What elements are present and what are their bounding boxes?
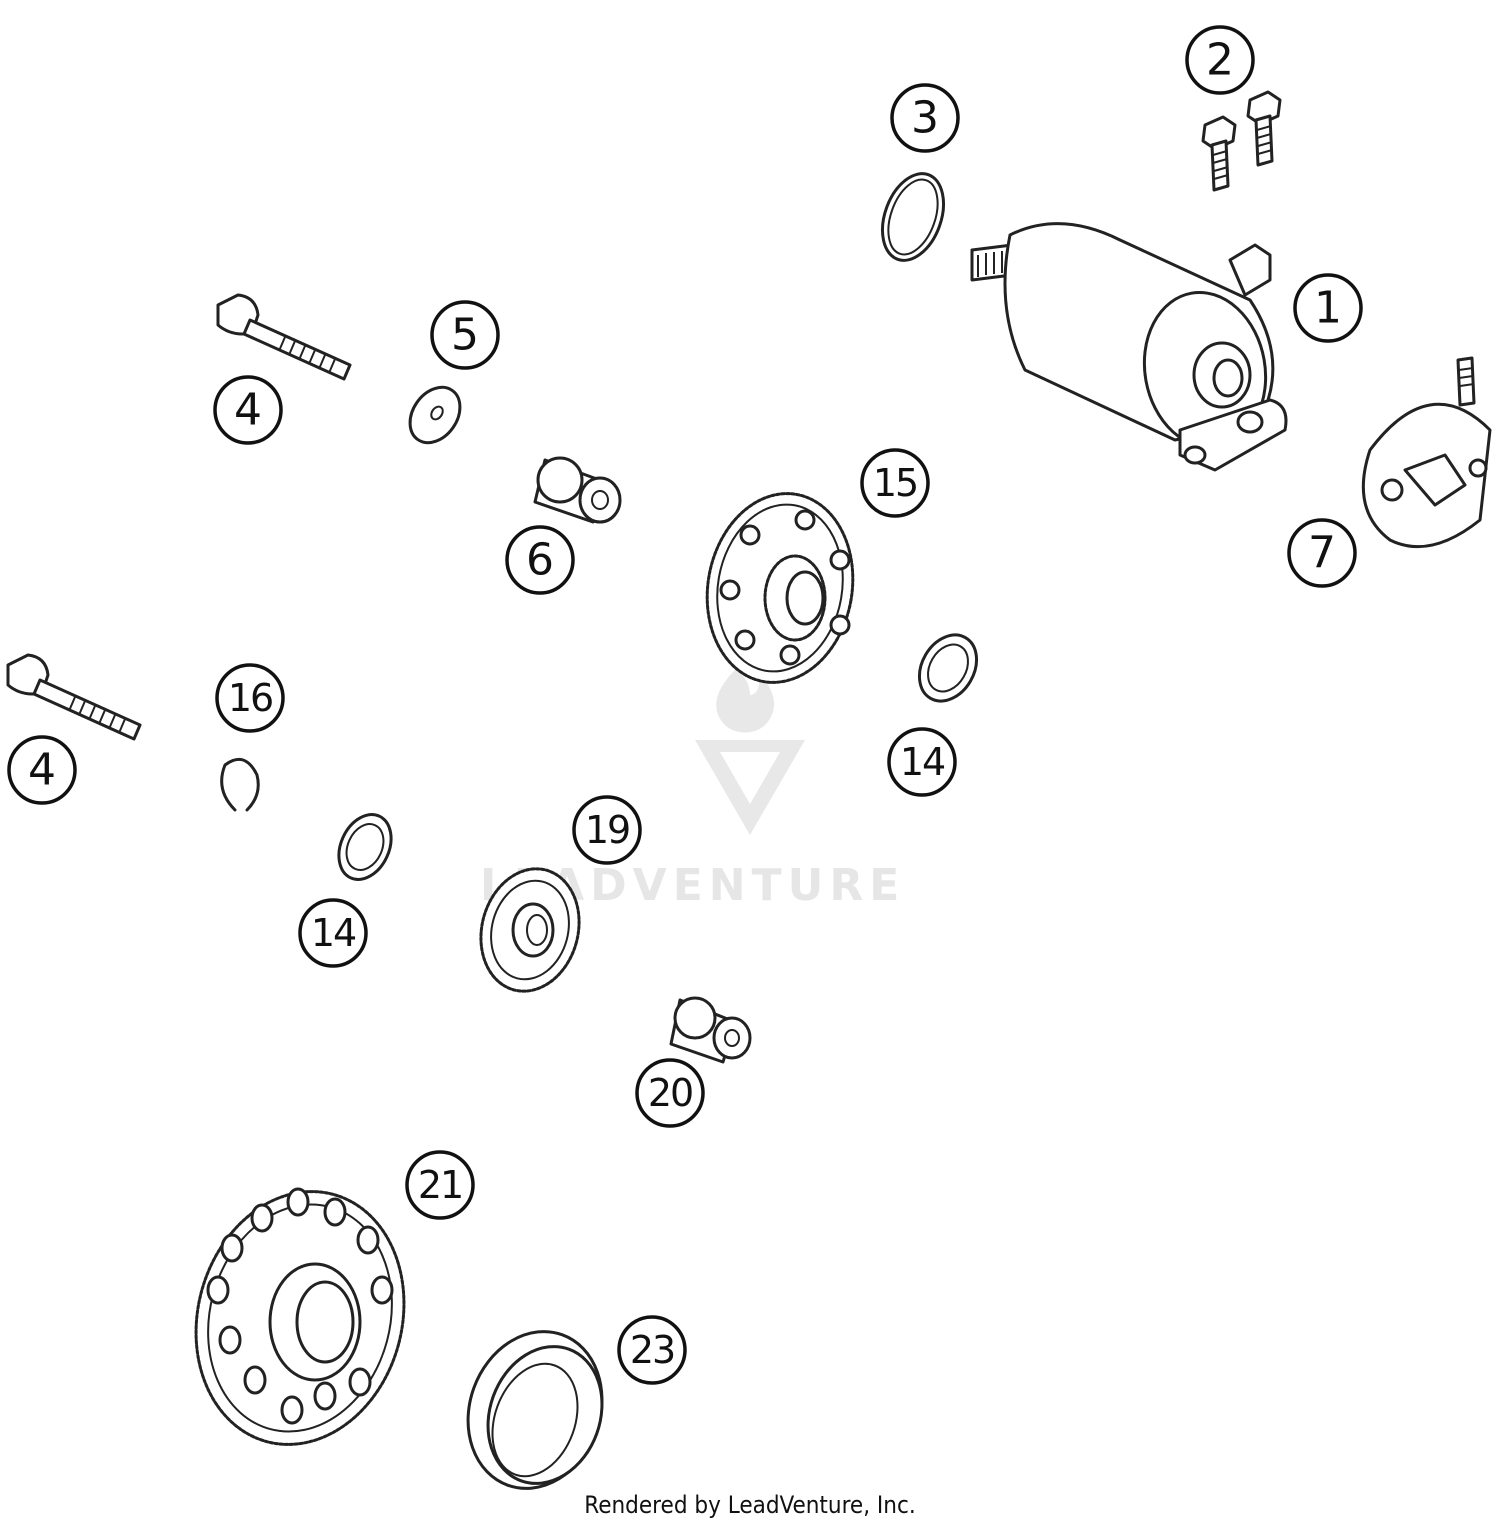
svg-text:6: 6 bbox=[526, 535, 554, 586]
starter-motor bbox=[970, 222, 1288, 472]
bushing-lower bbox=[669, 996, 752, 1064]
brush-holder bbox=[1361, 356, 1492, 549]
svg-text:15: 15 bbox=[873, 461, 917, 505]
svg-text:2: 2 bbox=[1206, 35, 1234, 86]
callout-14-lower: 14 bbox=[298, 898, 368, 968]
small-gear-19 bbox=[479, 867, 581, 993]
footer-credit: Rendered by LeadVenture, Inc. bbox=[584, 1491, 916, 1519]
svg-text:23: 23 bbox=[630, 1328, 674, 1372]
callout-19: 19 bbox=[572, 795, 642, 865]
svg-text:4: 4 bbox=[28, 745, 56, 796]
svg-text:19: 19 bbox=[585, 808, 629, 852]
washer-small bbox=[408, 385, 462, 445]
callout-23: 23 bbox=[617, 1315, 687, 1385]
callout-7: 7 bbox=[1287, 518, 1357, 588]
callout-4-lower: 4 bbox=[7, 735, 77, 805]
ring-23 bbox=[466, 1330, 604, 1490]
callout-14-upper: 14 bbox=[887, 727, 957, 797]
svg-text:14: 14 bbox=[900, 740, 945, 784]
callout-1: 1 bbox=[1293, 273, 1363, 343]
svg-text:16: 16 bbox=[228, 676, 272, 720]
callout-15: 15 bbox=[860, 448, 930, 518]
callout-6: 6 bbox=[505, 525, 575, 595]
svg-text:3: 3 bbox=[911, 93, 939, 144]
svg-text:5: 5 bbox=[451, 310, 479, 361]
long-bolt-lower bbox=[6, 653, 142, 741]
svg-text:21: 21 bbox=[418, 1163, 462, 1207]
washer-14-upper bbox=[917, 633, 979, 703]
mounting-bolts bbox=[1201, 90, 1282, 192]
long-bolt-upper bbox=[216, 293, 352, 381]
callout-21: 21 bbox=[405, 1150, 475, 1220]
svg-text:20: 20 bbox=[648, 1071, 692, 1115]
svg-text:14: 14 bbox=[311, 911, 356, 955]
large-gear-21 bbox=[194, 1187, 406, 1446]
callout-16: 16 bbox=[215, 663, 285, 733]
callout-3: 3 bbox=[890, 83, 960, 153]
circlip bbox=[220, 757, 260, 812]
o-ring bbox=[881, 172, 945, 262]
callout-5: 5 bbox=[430, 300, 500, 370]
svg-text:1: 1 bbox=[1314, 283, 1342, 334]
callout-4-upper: 4 bbox=[213, 375, 283, 445]
svg-text:4: 4 bbox=[234, 385, 262, 436]
washer-14-lower bbox=[337, 813, 393, 881]
callout-20: 20 bbox=[635, 1058, 705, 1128]
bushing-upper bbox=[533, 456, 622, 524]
callout-2: 2 bbox=[1185, 25, 1255, 95]
large-gear-15 bbox=[705, 492, 855, 684]
svg-text:7: 7 bbox=[1308, 528, 1336, 579]
